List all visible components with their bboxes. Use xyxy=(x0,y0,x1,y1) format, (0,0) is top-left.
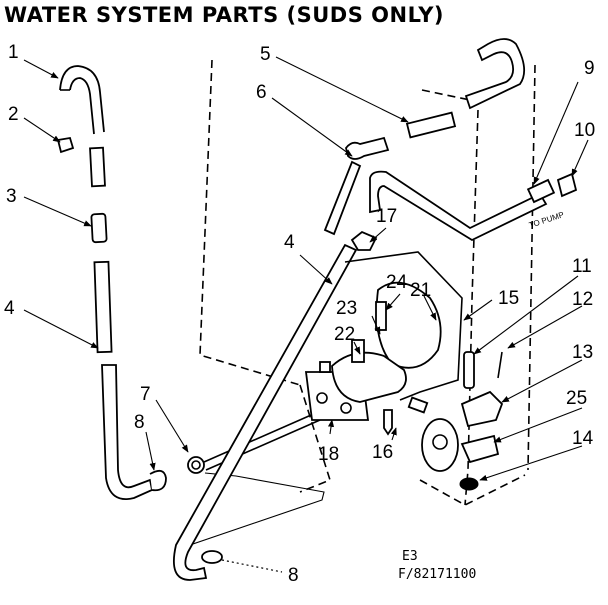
clamp-part-10 xyxy=(556,172,578,198)
callout-leaders xyxy=(23,56,589,481)
upper-hose-assembly: TO PUMP xyxy=(323,38,578,242)
callout-22: 22 xyxy=(334,324,355,345)
callout-5: 5 xyxy=(260,44,271,65)
callout-7: 7 xyxy=(140,384,151,405)
callout-13: 13 xyxy=(572,342,593,363)
fitting-part-17 xyxy=(350,230,378,251)
callout-10: 10 xyxy=(574,120,595,141)
callout-14: 14 xyxy=(572,428,594,449)
hose-section-part-4 xyxy=(93,260,113,354)
clamp-part-8-bottom xyxy=(201,550,223,564)
callout-3: 3 xyxy=(6,186,17,207)
callout-9: 9 xyxy=(584,58,595,79)
callout-2: 2 xyxy=(8,104,19,125)
pin-part-11 xyxy=(463,351,475,389)
callout-1: 1 xyxy=(8,42,19,63)
hose-direction-label: TO PUMP xyxy=(528,210,565,230)
screw-part-16 xyxy=(383,409,393,436)
callout-23: 23 xyxy=(336,298,357,319)
callout-18: 18 xyxy=(318,444,339,465)
diagonal-hose-assembly xyxy=(172,243,358,581)
solenoid-part-13 xyxy=(460,390,504,428)
callout-labels: 1 2 3 4 4 5 6 7 8 8 9 10 11 12 13 14 15 … xyxy=(4,42,595,586)
callout-16: 16 xyxy=(372,442,393,463)
diagram-title: WATER SYSTEM PARTS (SUDS ONLY) xyxy=(4,3,444,27)
coupling-part xyxy=(89,146,106,188)
left-hose-assembly xyxy=(56,65,167,500)
callout-15: 15 xyxy=(498,288,519,309)
callout-4-diagonal: 4 xyxy=(284,232,295,253)
grommet-part-14 xyxy=(459,477,479,491)
clamp-part-8-top xyxy=(149,469,167,492)
footer-code-line1: E3 xyxy=(402,549,418,564)
callout-8-top: 8 xyxy=(134,412,145,433)
callout-17: 17 xyxy=(376,206,397,227)
callout-8-bottom: 8 xyxy=(288,565,299,586)
callout-21: 21 xyxy=(410,280,431,301)
callout-4-left: 4 xyxy=(4,298,15,319)
callout-12: 12 xyxy=(572,289,593,310)
bracket-part-25 xyxy=(460,434,500,464)
connector-part-3 xyxy=(90,212,108,244)
hose-section-part-5 xyxy=(405,111,457,139)
callout-25: 25 xyxy=(566,388,587,409)
footer-code-line2: F/82171100 xyxy=(398,567,476,582)
callout-6: 6 xyxy=(256,82,267,103)
callout-24: 24 xyxy=(386,272,408,293)
callout-11: 11 xyxy=(572,256,592,277)
cap-part-2 xyxy=(56,136,75,154)
